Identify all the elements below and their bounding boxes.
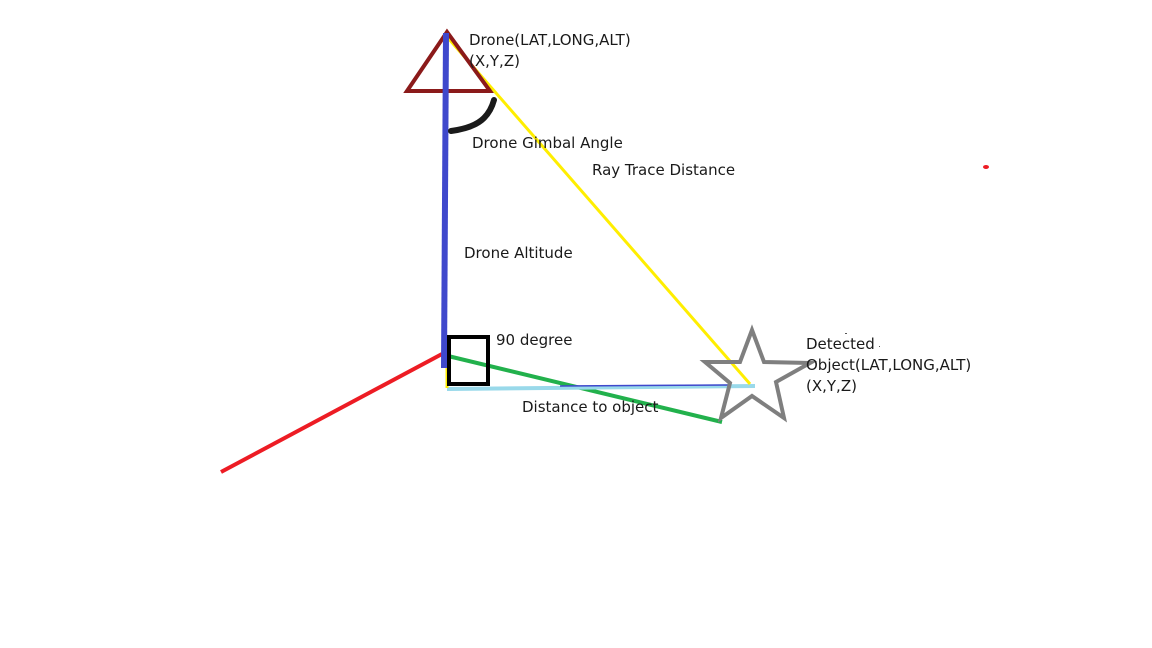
ground-distance-line-accent — [559, 384, 731, 387]
speck — [845, 333, 847, 334]
gimbal-angle-label: Drone Gimbal Angle — [472, 134, 623, 152]
object-star-icon — [699, 324, 818, 423]
object-label-line3: (X,Y,Z) — [806, 377, 857, 395]
gimbal-angle-arc — [448, 97, 497, 134]
drone-label: Drone(LAT,LONG,ALT) (X,Y,Z) — [469, 30, 631, 72]
ray-trace-line — [446, 37, 752, 385]
red-axis-line — [220, 352, 443, 474]
right-angle-label: 90 degree — [496, 331, 573, 349]
red-dot — [983, 165, 989, 169]
drone-label-line1: Drone(LAT,LONG,ALT) — [469, 31, 631, 49]
object-label: Detected Object(LAT,LONG,ALT) (X,Y,Z) — [806, 334, 971, 397]
ray-trace-label: Ray Trace Distance — [592, 161, 736, 179]
distance-label: Distance to object — [522, 398, 659, 416]
ground-distance-line — [446, 384, 756, 391]
altitude-line — [441, 32, 449, 369]
right-angle-marker — [447, 335, 490, 386]
speck — [879, 346, 880, 347]
object-label-line1: Detected — [806, 335, 875, 353]
altitude-label: Drone Altitude — [464, 244, 573, 262]
object-label-line2: Object(LAT,LONG,ALT) — [806, 356, 972, 374]
drone-label-line2: (X,Y,Z) — [469, 52, 520, 70]
